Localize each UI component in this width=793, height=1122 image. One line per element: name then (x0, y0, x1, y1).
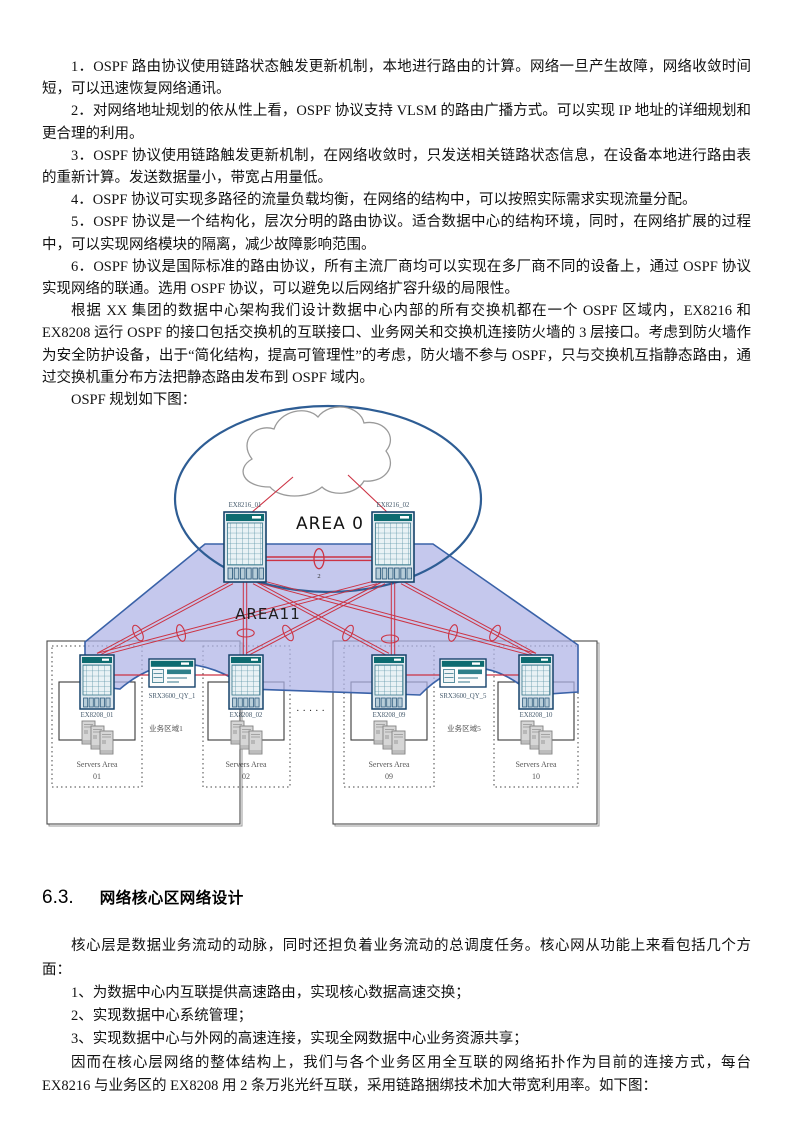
access-switch-icon-1 (79, 654, 115, 710)
body-paragraph: 因而在核心层网络的整体结构上，我们与各个业务区用全互联的网络拓扑作为目前的连接方… (42, 1054, 751, 1095)
section-heading: 6.3. 网络核心区网络设计 (42, 886, 751, 909)
body-paragraph: 1、为数据中心内互联提供高速路由，实现核心数据高速交换； (71, 984, 470, 1001)
section-number: 6.3. (42, 887, 74, 909)
firewall-1-label: SRX3600_QY_1 (149, 693, 196, 700)
core-switch-2-label: EX8216_02 (377, 502, 410, 509)
access-switch-4-label: EX8208_10 (520, 712, 553, 719)
servers-area-4-label: Servers Area (515, 760, 557, 769)
servers-area-3-number: 09 (385, 772, 393, 781)
section-title: 网络核心区网络设计 (99, 890, 244, 908)
ospf-topology-diagram: EX8216_01 EX8216_02 AREA 0 2 AREA11 EX82… (46, 405, 600, 827)
body-paragraph: 2、实现数据中心系统管理； (71, 1008, 253, 1025)
core-link-count-label: 2 (317, 573, 320, 580)
ospf-points-section: 1．OSPF 路由协议使用链路状态触发更新机制，本地进行路由的计算。网络一旦产生… (42, 56, 751, 411)
body-paragraph: OSPF 规划如下图： (71, 392, 197, 409)
servers-area-3-label: Servers Area (368, 760, 410, 769)
area11-label: AREA11 (235, 605, 301, 623)
zone-2-label: 业务区域5 (447, 723, 481, 733)
access-switch-icon-4 (518, 654, 554, 710)
core-switch-icon-2 (371, 511, 415, 584)
access-switch-1-label: EX8208_01 (81, 712, 114, 719)
body-paragraph: 3、实现数据中心与外网的高速连接，实现全网数据中心业务资源共享； (71, 1031, 528, 1048)
zone-1-label: 业务区域1 (149, 723, 183, 733)
access-switch-2-label: EX8208_02 (230, 712, 263, 719)
body-paragraph: 核心层是数据业务流动的动脉，同时还担负着业务流动的总调度任务。核心网从功能上来看… (42, 938, 751, 978)
core-layer-section: 核心层是数据业务流动的动脉，同时还担负着业务流动的总调度任务。核心网从功能上来看… (42, 935, 751, 1098)
firewall-icon-2 (439, 658, 487, 688)
core-switch-icon-1 (223, 511, 267, 584)
access-switch-icon-3 (371, 654, 407, 710)
ospf-topology-figure: EX8216_01 EX8216_02 AREA 0 2 AREA11 EX82… (42, 399, 751, 856)
firewall-icon-1 (148, 658, 196, 688)
cloud-icon (242, 406, 392, 497)
servers-area-4-number: 10 (532, 772, 540, 781)
servers-area-2-label: Servers Area (225, 760, 267, 769)
firewall-2-label: SRX3600_QY_5 (440, 693, 487, 700)
ellipsis-separator: ····· (296, 706, 328, 717)
access-switch-icon-2 (228, 654, 264, 710)
body-paragraph: 根据 XX 集团的数据中心架构我们设计数据中心内部的所有交换机都在一个 OSPF… (42, 303, 751, 386)
body-paragraph: 1．OSPF 路由协议使用链路状态触发更新机制，本地进行路由的计算。网络一旦产生… (42, 59, 751, 98)
area0-boundary (173, 405, 483, 594)
body-paragraph: 3．OSPF 协议使用链路触发更新机制，在网络收敛时，只发送相关链路状态信息，在… (42, 147, 751, 187)
core-switch-1-label: EX8216_01 (229, 502, 262, 509)
body-paragraph: 5．OSPF 协议是一个结构化，层次分明的路由协议。适合数据中心的结构环境，同时… (42, 214, 751, 253)
servers-area-2-number: 02 (242, 772, 250, 781)
servers-area-1-label: Servers Area (76, 760, 118, 769)
access-switch-3-label: EX8208_09 (373, 712, 406, 719)
body-paragraph: 2．对网络地址规划的依从性上看，OSPF 协议支持 VLSM 的路由广播方式。可… (42, 103, 751, 142)
body-paragraph: 6．OSPF 协议是国际标准的路由协议，所有主流厂商均可以实现在多厂商不同的设备… (42, 258, 751, 298)
area0-label: AREA 0 (296, 514, 364, 534)
servers-area-1-number: 01 (93, 772, 101, 781)
body-paragraph: 4．OSPF 协议可实现多路径的流量负载均衡，在网络的结构中，可以按照实际需求实… (71, 192, 697, 209)
